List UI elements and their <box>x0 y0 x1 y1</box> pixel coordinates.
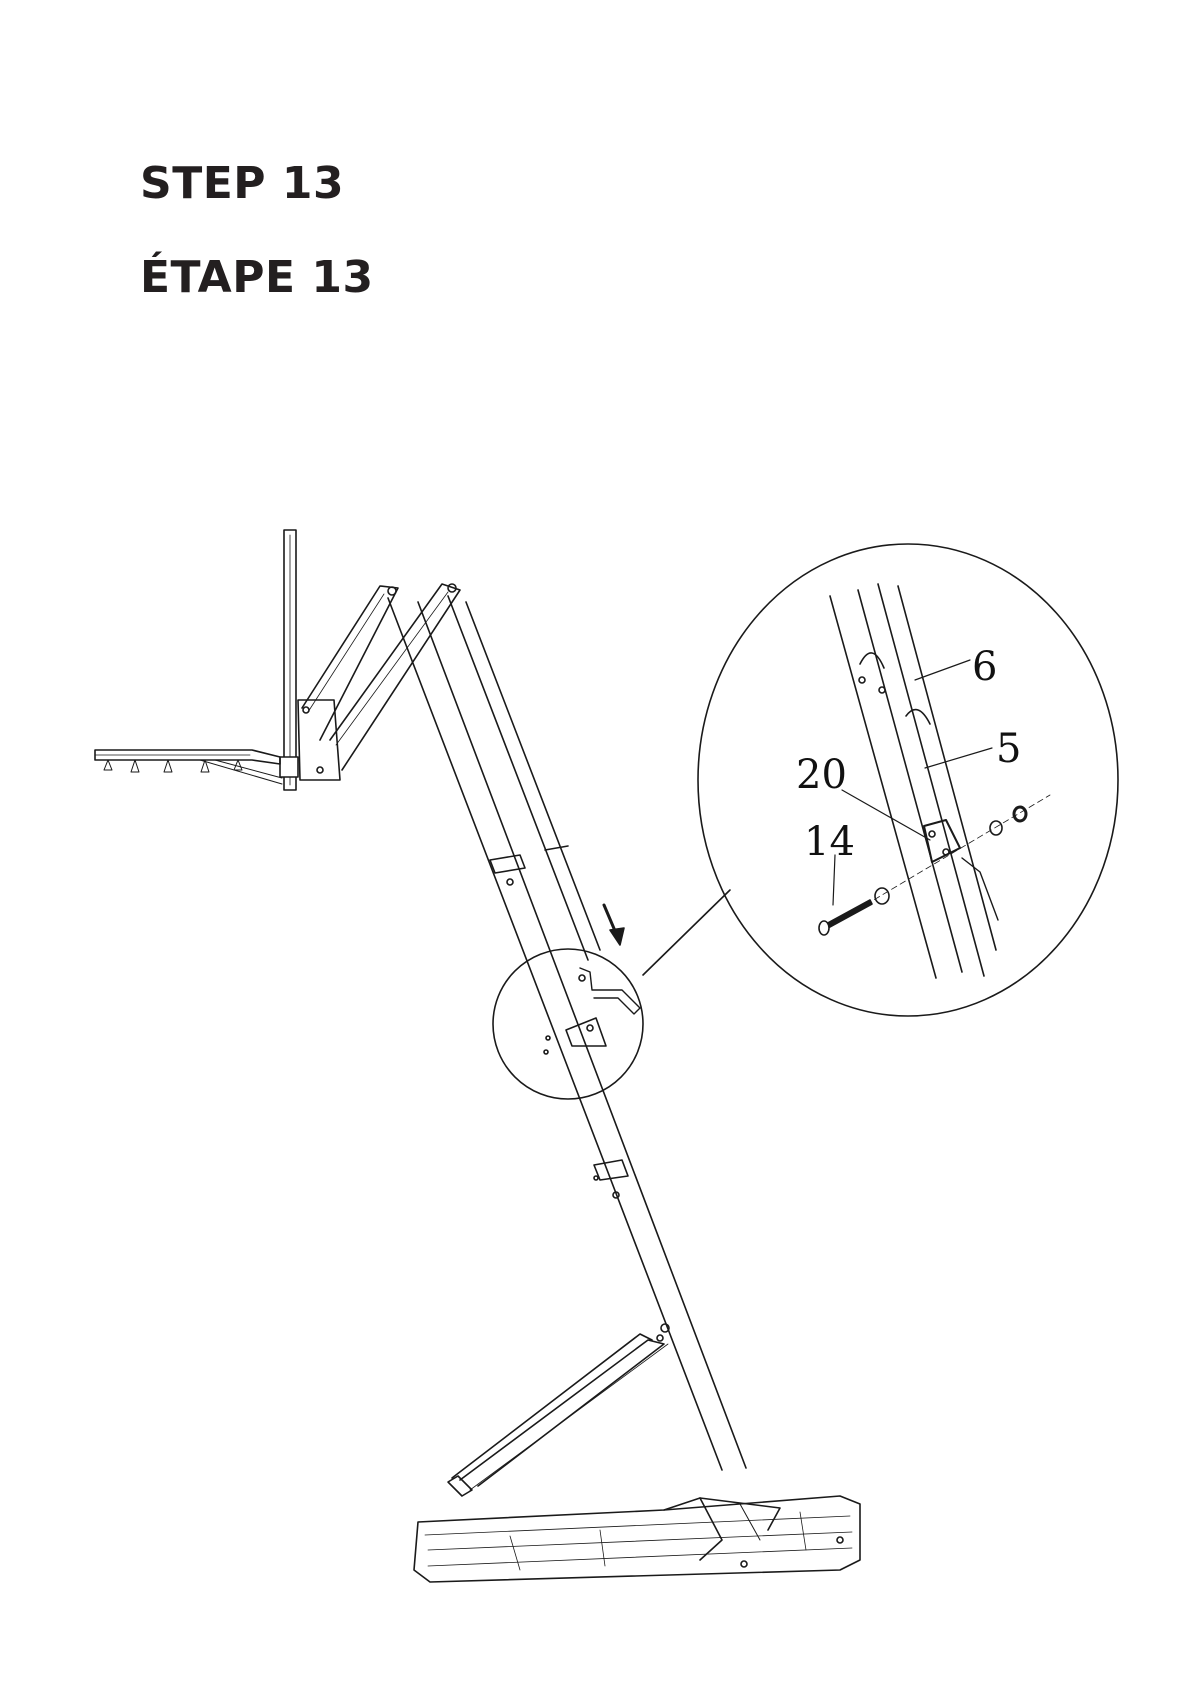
base <box>414 1496 860 1582</box>
rim <box>95 750 282 784</box>
backboard-bracket <box>280 757 298 777</box>
backboard-assembly <box>95 530 298 790</box>
callout-part-20: 20 <box>796 752 847 798</box>
detail-circle-large <box>698 544 1118 1016</box>
support-brace <box>448 1324 669 1496</box>
detail-leader-line <box>643 890 730 975</box>
direction-arrow <box>604 905 624 945</box>
upper-arms <box>298 584 460 780</box>
callout-part-6: 6 <box>972 644 997 690</box>
callout-part-14: 14 <box>804 819 855 865</box>
detail-circle-small <box>493 949 643 1099</box>
callout-part-5: 5 <box>996 726 1021 772</box>
